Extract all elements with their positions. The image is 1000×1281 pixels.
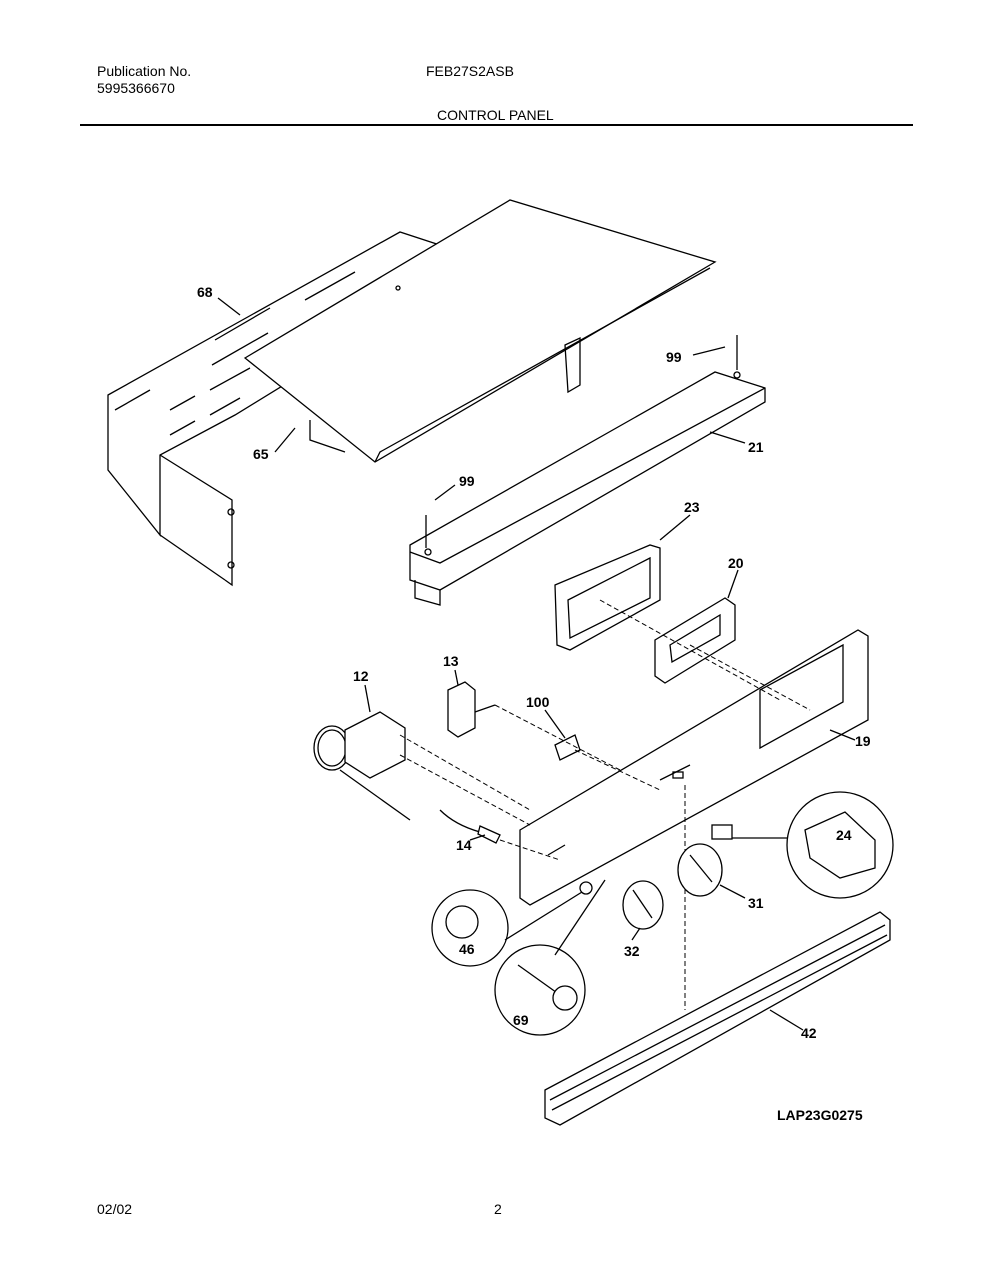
part-13-switch: [447, 681, 496, 738]
callout-20: 20: [728, 555, 744, 571]
callout-100: 100: [526, 694, 550, 710]
callout-21: 21: [748, 439, 764, 455]
part-24-rocker-switch-detail: [711, 791, 894, 899]
callout-32: 32: [624, 943, 640, 959]
part-65-top-panel: [243, 199, 717, 463]
alignment-lines: [399, 599, 811, 1010]
publication-label: Publication No.: [97, 63, 192, 79]
callout-24: 24: [836, 827, 852, 843]
part-20-display-board: [654, 597, 736, 684]
callout-12: 12: [353, 668, 369, 684]
callout-99-bottom: 99: [459, 473, 475, 489]
part-42-trim-strip: [544, 911, 891, 1126]
section-title: CONTROL PANEL: [437, 107, 554, 123]
callout-13: 13: [443, 653, 459, 669]
leader-lines: [217, 297, 856, 1031]
part-14-sensor: [439, 809, 501, 844]
callout-42: 42: [801, 1025, 817, 1041]
callout-46: 46: [459, 941, 475, 957]
part-31-knob: [677, 843, 723, 897]
part-32-knob: [622, 880, 664, 930]
part-21-trim-rail: [409, 335, 766, 606]
part-100-label: [554, 734, 581, 761]
part-46-button-detail: [431, 881, 593, 967]
callout-69: 69: [513, 1012, 529, 1028]
drawing-code: LAP23G0275: [777, 1107, 863, 1123]
page-number: 2: [494, 1201, 502, 1217]
callout-23: 23: [684, 499, 700, 515]
callout-68: 68: [197, 284, 213, 300]
callout-14: 14: [456, 837, 472, 853]
callout-65: 65: [253, 446, 269, 462]
part-23-bracket: [554, 544, 661, 651]
part-69-screw-detail: [494, 879, 606, 1036]
footer-date: 02/02: [97, 1201, 133, 1217]
part-19-control-panel: [519, 629, 869, 906]
part-12-thermostat: [313, 711, 411, 821]
header-divider: [80, 124, 913, 126]
callout-99-top: 99: [666, 349, 682, 365]
model-number: FEB27S2ASB: [426, 63, 514, 79]
callout-19: 19: [855, 733, 871, 749]
publication-number: 5995366670: [97, 80, 175, 96]
callout-31: 31: [748, 895, 764, 911]
